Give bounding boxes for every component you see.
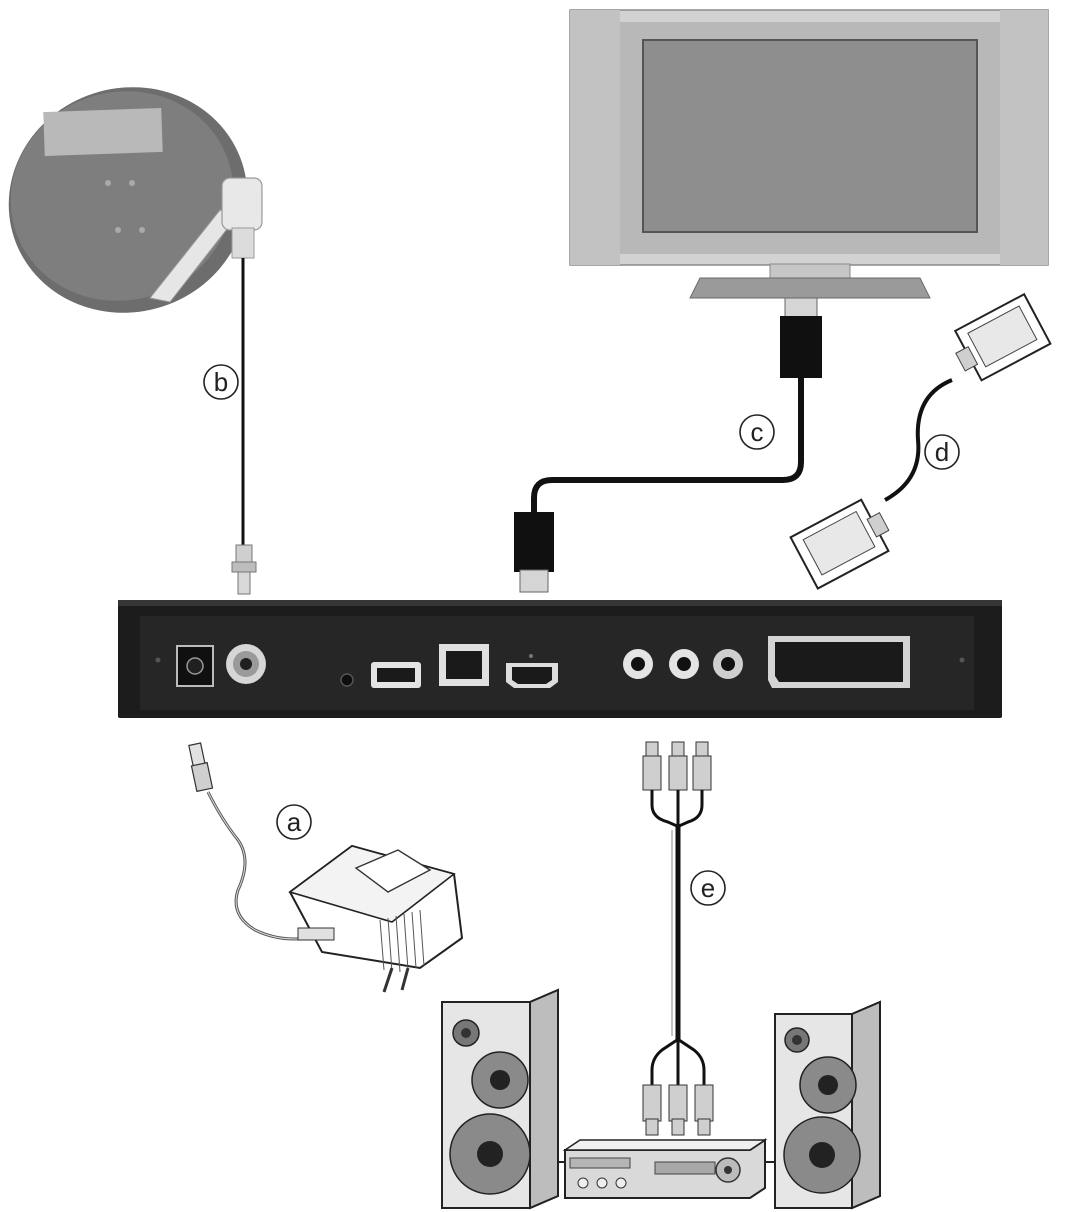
power-adapter xyxy=(188,742,464,993)
rca-ports xyxy=(623,649,743,679)
dc-power-port xyxy=(176,645,214,687)
satellite-cable-b xyxy=(231,258,257,595)
hdmi-cable-c xyxy=(514,297,822,593)
callout-b-label: b xyxy=(214,367,228,397)
callout-d-label: d xyxy=(935,437,949,467)
hifi-amplifier xyxy=(558,1138,775,1199)
callout-b: b xyxy=(203,364,239,400)
rca-cable-e xyxy=(642,741,714,1136)
right-speaker xyxy=(774,1000,881,1210)
usb-port xyxy=(371,662,421,688)
television xyxy=(569,9,1049,299)
callout-c: c xyxy=(739,414,775,450)
hdmi-port xyxy=(506,654,558,688)
callout-e: e xyxy=(690,870,726,906)
audio-jack-port xyxy=(340,673,354,687)
callout-a-label: a xyxy=(287,807,302,837)
callout-e-label: e xyxy=(701,873,715,903)
receiver-back-panel xyxy=(118,600,1002,718)
callout-d: d xyxy=(924,434,960,470)
callout-c-label: c xyxy=(751,417,764,447)
satellite-dish xyxy=(8,87,263,313)
scart-cable-d xyxy=(789,292,1052,590)
left-speaker xyxy=(441,988,559,1210)
lnb-in-port xyxy=(226,644,266,684)
ethernet-port xyxy=(439,644,489,686)
callout-a: a xyxy=(276,804,312,840)
scart-port xyxy=(768,636,910,688)
